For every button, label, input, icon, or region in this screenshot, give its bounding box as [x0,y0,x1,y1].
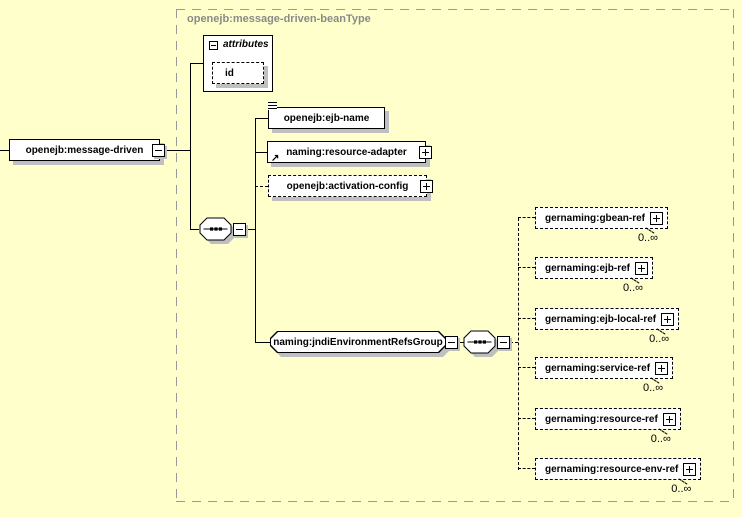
connector-line [255,152,267,153]
element-box-resource-adapter[interactable]: ↗ naming:resource-adapter [267,141,432,164]
connector-line [255,118,268,119]
connector-line [0,150,9,151]
connector-branch-line [255,118,256,343]
connector-line [255,342,270,343]
element-box-ejb-ref[interactable]: gernaming:ejb-ref [535,257,656,281]
connector-line [165,150,190,151]
cardinality-label: 0..∞ [649,333,670,345]
element-label: gernaming:ejb-ref [545,262,631,274]
expand-icon[interactable] [419,146,432,159]
element-row-resource-ref: gernaming:resource-ref 0..∞ [518,408,683,445]
connector-line-optional [518,468,535,469]
expand-icon[interactable] [683,462,697,476]
element-row-service-ref: gernaming:service-ref 0..∞ [518,357,676,394]
element-label: gernaming:ejb-local-ref [545,313,657,325]
collapse-icon[interactable] [233,223,246,236]
collapse-icon[interactable] [152,144,165,157]
expand-icon[interactable] [662,412,676,426]
sequence-icon [463,330,499,357]
element-box-resource-env-ref[interactable]: gernaming:resource-env-ref [535,458,704,482]
text-content-icon [268,102,277,110]
collapse-icon[interactable] [445,336,458,349]
sequence-icon [199,217,235,244]
cardinality-label: 0..∞ [622,282,644,294]
element-box-activation-config[interactable]: openejb:activation-config [268,175,433,197]
element-label: openejb:activation-config [286,180,409,192]
element-row-ejb-local-ref: gernaming:ejb-local-ref 0..∞ [518,308,682,345]
container-border-right [733,9,734,502]
expand-icon[interactable] [635,261,649,275]
container-border-left [176,9,177,502]
container-type-label: openejb:message-driven-beanType [187,13,371,25]
element-row-gbean-ref: gernaming:gbean-ref 0..∞ [518,207,671,244]
connector-line-optional [518,318,535,319]
element-label: gernaming:service-ref [545,362,651,374]
reference-arrow-icon: ↗ [271,153,280,164]
collapse-icon[interactable] [497,336,510,349]
cardinality-label: 0..∞ [671,483,692,495]
cardinality-label: 0..∞ [642,382,664,394]
expand-icon[interactable] [420,180,433,193]
connector-line-optional [518,367,535,368]
cardinality-label: 0..∞ [650,433,671,445]
cardinality-label: 0..∞ [637,232,659,244]
element-label: gernaming:resource-ref [545,413,658,425]
element-label: openejb:ejb-name [283,112,370,124]
attributes-box[interactable]: attributes id [203,35,273,92]
attribute-id-label: id [225,67,234,79]
container-border-bottom [176,501,734,502]
connector-line-optional [518,217,535,218]
expand-icon[interactable] [650,211,664,225]
element-label: gernaming:resource-env-ref [545,463,679,475]
element-box-ejb-local-ref[interactable]: gernaming:ejb-local-ref [535,308,682,332]
root-element-label: openejb:message-driven [25,144,144,156]
element-box-ejb-name[interactable]: openejb:ejb-name [268,102,385,129]
element-box-gbean-ref[interactable]: gernaming:gbean-ref [535,207,671,231]
container-border-top [176,9,734,10]
group-box-jndi-environment-refs[interactable]: naming:jndiEnvironmentRefsGroup [270,331,446,353]
connector-line-optional [255,186,268,187]
expand-icon[interactable] [655,361,669,375]
collapse-icon[interactable] [209,41,218,50]
expand-icon[interactable] [661,312,675,326]
element-box-service-ref[interactable]: gernaming:service-ref [535,357,676,381]
connector-trunk-line [190,63,191,230]
connector-line-optional [518,418,535,419]
connector-line [246,229,255,230]
connector-branch-line-optional [518,218,519,470]
connector-line-optional [510,342,518,343]
connector-line [190,63,203,64]
element-box-resource-ref[interactable]: gernaming:resource-ref [535,408,683,432]
connector-line-optional [518,267,535,268]
attributes-title: attributes [223,39,269,50]
group-box-fill [271,332,445,352]
group-label: naming:jndiEnvironmentRefsGroup [273,336,443,348]
element-label: gernaming:gbean-ref [545,212,646,224]
element-label: naming:resource-adapter [286,146,407,158]
root-element-box[interactable]: openejb:message-driven [9,139,160,161]
connector-line [190,229,199,230]
element-row-ejb-ref: gernaming:ejb-ref 0..∞ [518,257,656,294]
attribute-id-box[interactable]: id [212,62,264,84]
connector-line [459,342,464,343]
element-row-resource-env-ref: gernaming:resource-env-ref 0..∞ [518,458,704,495]
